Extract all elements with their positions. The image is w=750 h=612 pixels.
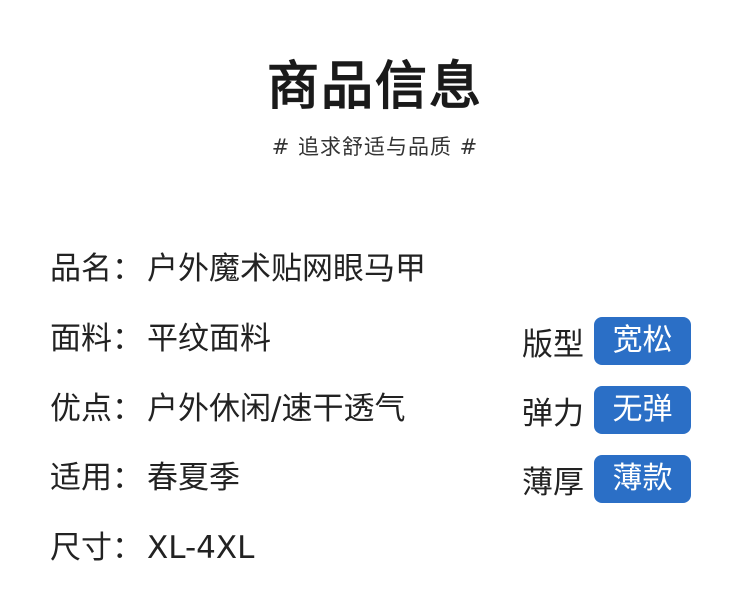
attr-label: 版型 — [522, 326, 584, 363]
spec-label: 适用： — [50, 460, 143, 496]
spec-value: 户外魔术贴网眼马甲 — [147, 251, 426, 287]
spec-label: 面料： — [50, 321, 143, 357]
attr-badge: 薄款 — [594, 455, 691, 503]
spec-row-fabric: 面料：平纹面料 — [50, 315, 271, 363]
attr-label: 弹力 — [522, 395, 584, 432]
attr-thickness: 薄厚 薄款 — [522, 455, 691, 503]
spec-row-season: 适用：春夏季 — [50, 454, 240, 502]
attr-label: 薄厚 — [522, 464, 584, 501]
spec-value: 春夏季 — [147, 460, 240, 496]
spec-label: 品名： — [50, 251, 143, 287]
spec-value: XL-4XL — [147, 530, 255, 566]
spec-row-size: 尺寸：XL-4XL — [50, 524, 254, 572]
attr-fit: 版型 宽松 — [522, 317, 691, 365]
spec-value: 户外休闲/速干透气 — [147, 391, 406, 427]
page-subtitle: # 追求舒适与品质 # — [271, 135, 479, 159]
page-title: 商品信息 — [266, 57, 483, 117]
attr-badge: 无弹 — [594, 386, 691, 434]
spec-row-advantage: 优点：户外休闲/速干透气 — [50, 385, 405, 433]
attr-badge: 宽松 — [594, 317, 691, 365]
spec-row-name: 品名：户外魔术贴网眼马甲 — [50, 245, 426, 293]
attr-elasticity: 弹力 无弹 — [522, 386, 691, 434]
spec-label: 优点： — [50, 391, 143, 427]
spec-value: 平纹面料 — [147, 321, 271, 357]
spec-label: 尺寸： — [50, 530, 143, 566]
